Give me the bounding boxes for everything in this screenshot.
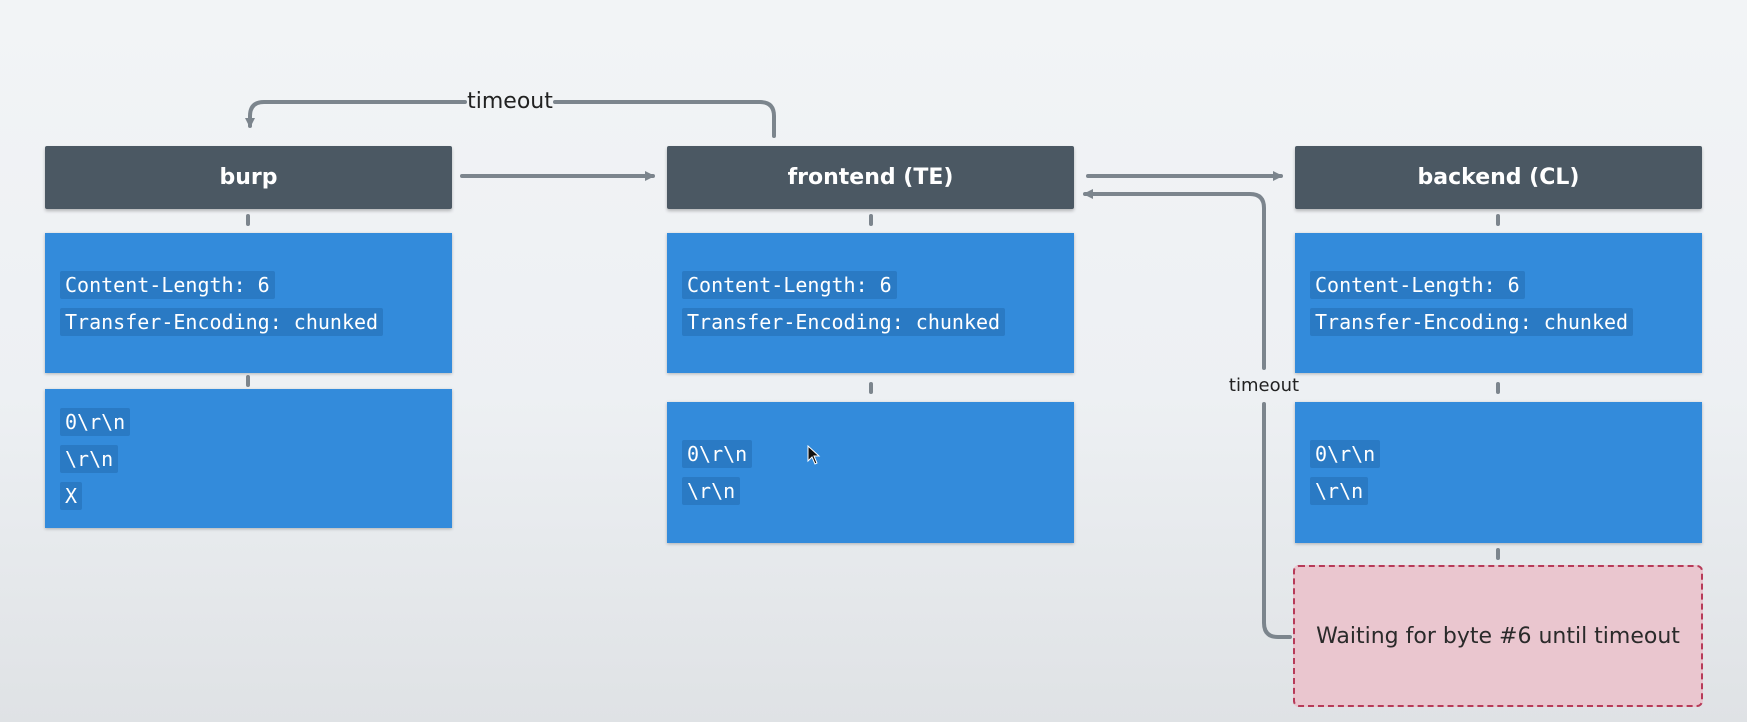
transfer-encoding-header: Transfer-Encoding: chunked <box>682 307 1006 336</box>
top-timeout-label: timeout <box>467 89 553 114</box>
body-line: 0\r\n <box>1310 439 1381 468</box>
backend-node: backend (CL) <box>1295 146 1702 209</box>
mouse-cursor-icon <box>807 445 821 465</box>
body-line: 0\r\n <box>682 439 753 468</box>
waiting-note-box: Waiting for byte #6 until timeout <box>1293 565 1703 707</box>
transfer-encoding-header: Transfer-Encoding: chunked <box>60 307 384 336</box>
body-line: 0\r\n <box>60 407 131 436</box>
content-length-header: Content-Length: 6 <box>1310 270 1525 299</box>
frontend-node-label: frontend (TE) <box>787 165 954 190</box>
top-timeout-arrow <box>250 100 776 138</box>
frontend-headers-box: Content-Length: 6 Transfer-Encoding: chu… <box>667 233 1074 373</box>
body-line: X <box>60 481 83 510</box>
frontend-body-box: 0\r\n \r\n <box>667 402 1074 543</box>
transfer-encoding-header: Transfer-Encoding: chunked <box>1310 307 1634 336</box>
burp-node-label: burp <box>219 165 278 190</box>
body-line: \r\n <box>682 476 741 505</box>
backend-headers-box: Content-Length: 6 Transfer-Encoding: chu… <box>1295 233 1702 373</box>
backend-body-box: 0\r\n \r\n <box>1295 402 1702 543</box>
content-length-header: Content-Length: 6 <box>682 270 897 299</box>
side-timeout-label: timeout <box>1228 375 1300 396</box>
waiting-note-text: Waiting for byte #6 until timeout <box>1316 623 1680 649</box>
burp-node: burp <box>45 146 452 209</box>
frontend-node: frontend (TE) <box>667 146 1074 209</box>
side-timeout-arrow <box>1085 194 1292 639</box>
body-line: \r\n <box>60 444 119 473</box>
backend-node-label: backend (CL) <box>1417 165 1580 190</box>
content-length-header: Content-Length: 6 <box>60 270 275 299</box>
burp-headers-box: Content-Length: 6 Transfer-Encoding: chu… <box>45 233 452 373</box>
burp-body-box: 0\r\n \r\n X <box>45 389 452 528</box>
body-line: \r\n <box>1310 476 1369 505</box>
